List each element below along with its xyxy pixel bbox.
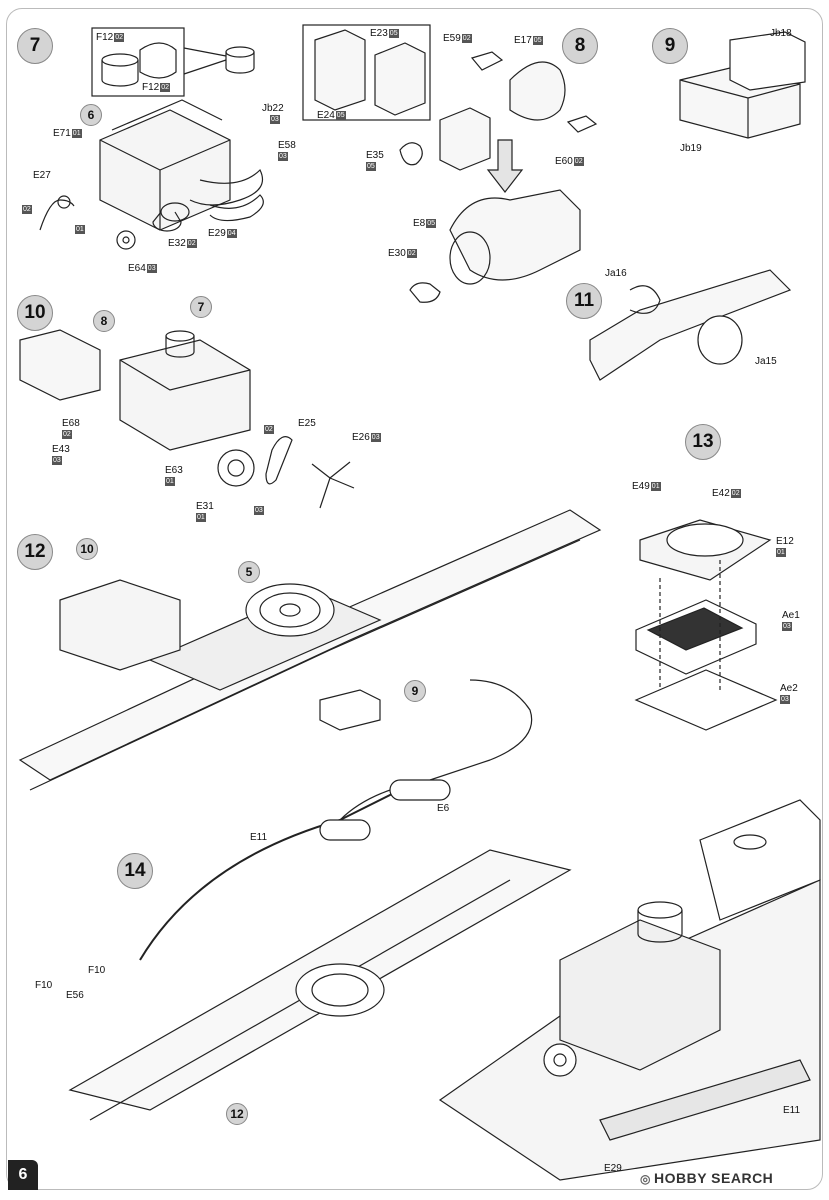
ref-circle-8: 8 <box>93 310 115 332</box>
part-label-e25: E25 <box>298 418 316 429</box>
part-label-e27: E27 <box>33 170 51 181</box>
sprue-tag-e25-02: 02 <box>264 425 274 434</box>
step-7-badge: 7 <box>17 28 53 64</box>
part-label-e11-bottom: E11 <box>783 1105 801 1116</box>
part-label-ja16: Ja16 <box>605 268 627 279</box>
ref-circle-9: 9 <box>404 680 426 702</box>
ref-circle-6: 6 <box>80 104 102 126</box>
step-8-badge: 8 <box>562 28 598 64</box>
step-13-badge: 13 <box>685 424 721 460</box>
part-label-ja15: Ja15 <box>755 356 777 367</box>
sprue-tag-e27-02: 02 <box>22 205 32 214</box>
part-label-jb18: Jb18 <box>770 28 792 39</box>
part-label-e29-bottom: E29 <box>604 1163 622 1174</box>
step-11-badge: 11 <box>566 283 602 319</box>
step-9-badge: 9 <box>652 28 688 64</box>
ref-circle-12: 12 <box>226 1103 248 1125</box>
ref-circle-10: 10 <box>76 538 98 560</box>
watermark: ◎HOBBY SEARCH <box>640 1170 774 1186</box>
step-12-badge: 12 <box>17 534 53 570</box>
hobby-search-logo-icon: ◎ <box>640 1172 651 1186</box>
part-label-f10-left: F10 <box>35 980 53 991</box>
page-number: 6 <box>8 1160 38 1190</box>
part-label-e6: E6 <box>437 803 450 814</box>
part-label-jb19: Jb19 <box>680 143 702 154</box>
page-border <box>6 8 823 1190</box>
part-label-e11-top: E11 <box>250 832 268 843</box>
ref-circle-5: 5 <box>238 561 260 583</box>
step-14-badge: 14 <box>117 853 153 889</box>
sprue-tag-e25-03: 03 <box>254 506 264 515</box>
step-10-badge: 10 <box>17 295 53 331</box>
sprue-tag-e27-01: 01 <box>75 225 85 234</box>
part-label-f10-right: F10 <box>88 965 106 976</box>
ref-circle-7: 7 <box>190 296 212 318</box>
part-label-e56: E56 <box>66 990 84 1001</box>
